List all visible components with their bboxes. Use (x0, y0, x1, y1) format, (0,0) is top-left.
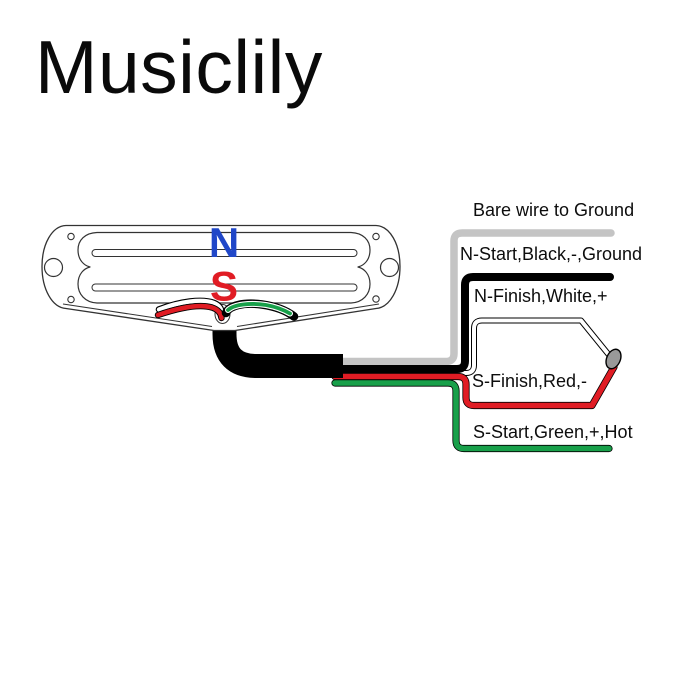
screw-hole (372, 232, 380, 241)
screw-hole (67, 232, 75, 241)
north-pole-label: N (209, 219, 239, 266)
rail-north (91, 249, 358, 257)
brand-title: Musiclily (35, 25, 323, 109)
green-wire (332, 380, 612, 452)
black-wire (331, 273, 614, 373)
lead-wires (331, 229, 618, 453)
label-south-finish: S-Finish,Red,- (472, 371, 588, 391)
bare-wire (331, 229, 615, 366)
pickup-wire-green (226, 302, 292, 316)
baseplate-edge-lines (62, 303, 380, 327)
label-south-start: S-Start,Green,+,Hot (473, 422, 633, 442)
screw-hole (67, 295, 75, 304)
pickup-wire-red (155, 303, 224, 321)
screw-hole (372, 295, 380, 303)
label-bare-wire: Bare wire to Ground (473, 200, 635, 220)
white-wire (333, 318, 611, 375)
red-wire (332, 364, 617, 409)
rail-south (91, 283, 358, 292)
solder-joint (605, 348, 622, 370)
mounting-hole-right (379, 257, 400, 278)
pickup: N S (41, 219, 401, 332)
mounting-hole-left (43, 257, 64, 278)
cable-jacket (212, 308, 343, 378)
pickup-exit-wires (154, 297, 299, 324)
label-north-finish: N-Finish,White,+ (474, 286, 608, 306)
label-north-start: N-Start,Black,-,Ground (460, 244, 643, 264)
